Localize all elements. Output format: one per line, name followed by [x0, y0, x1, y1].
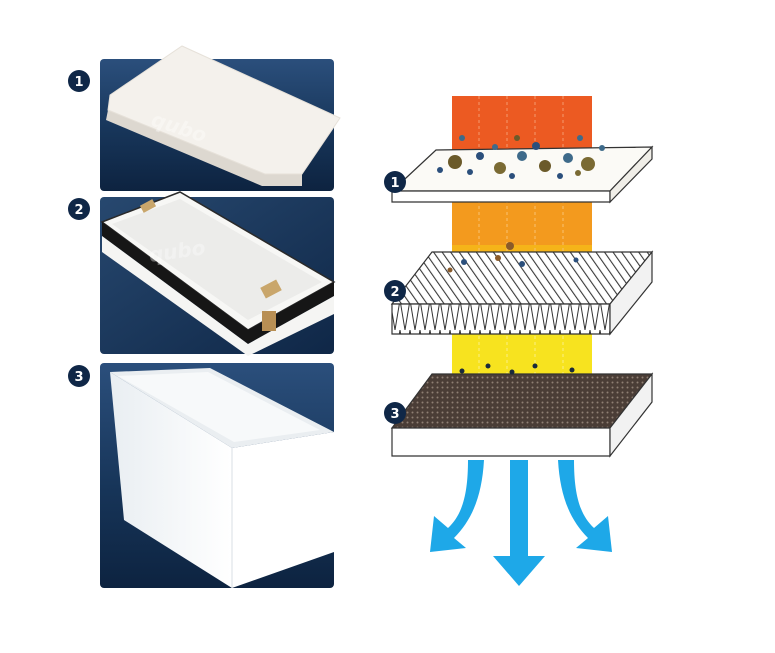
- dust-particles-small: [459, 363, 575, 375]
- diagram-badge-1: 1: [384, 171, 406, 193]
- photo-badge-2: 2: [68, 198, 90, 220]
- arrow-left-icon: [430, 460, 484, 552]
- airflow-band-middle: [452, 200, 592, 259]
- dust-particles-medium: [447, 242, 579, 273]
- photo-badge-1: 1: [68, 70, 90, 92]
- dust-particles-large: [437, 135, 605, 179]
- arrow-center-icon: [493, 460, 545, 586]
- diagram-badge-3: 3: [384, 402, 406, 424]
- activated-carbon-layer-icon: [390, 372, 654, 458]
- photo-panel-2: qubo: [100, 191, 336, 356]
- airflow-band-bottom: [452, 330, 592, 382]
- photo-panel-3: [100, 363, 334, 588]
- badge-number: 3: [390, 407, 399, 422]
- badge-number: 2: [390, 285, 399, 300]
- badge-number: 1: [74, 75, 83, 90]
- badge-number: 2: [74, 203, 83, 218]
- pleated-hepa-layer-icon: [390, 250, 654, 336]
- arrow-right-icon: [558, 460, 612, 552]
- prefilter-felt-icon: [106, 45, 341, 186]
- badge-number: 1: [390, 176, 399, 191]
- photo-badge-3: 3: [68, 365, 90, 387]
- filter-box-icon: [110, 368, 334, 588]
- badge-number: 3: [74, 370, 83, 385]
- diagram-badge-2: 2: [384, 280, 406, 302]
- hepa-filter-icon: [100, 191, 336, 356]
- photo-panel-1: qubo: [100, 45, 341, 191]
